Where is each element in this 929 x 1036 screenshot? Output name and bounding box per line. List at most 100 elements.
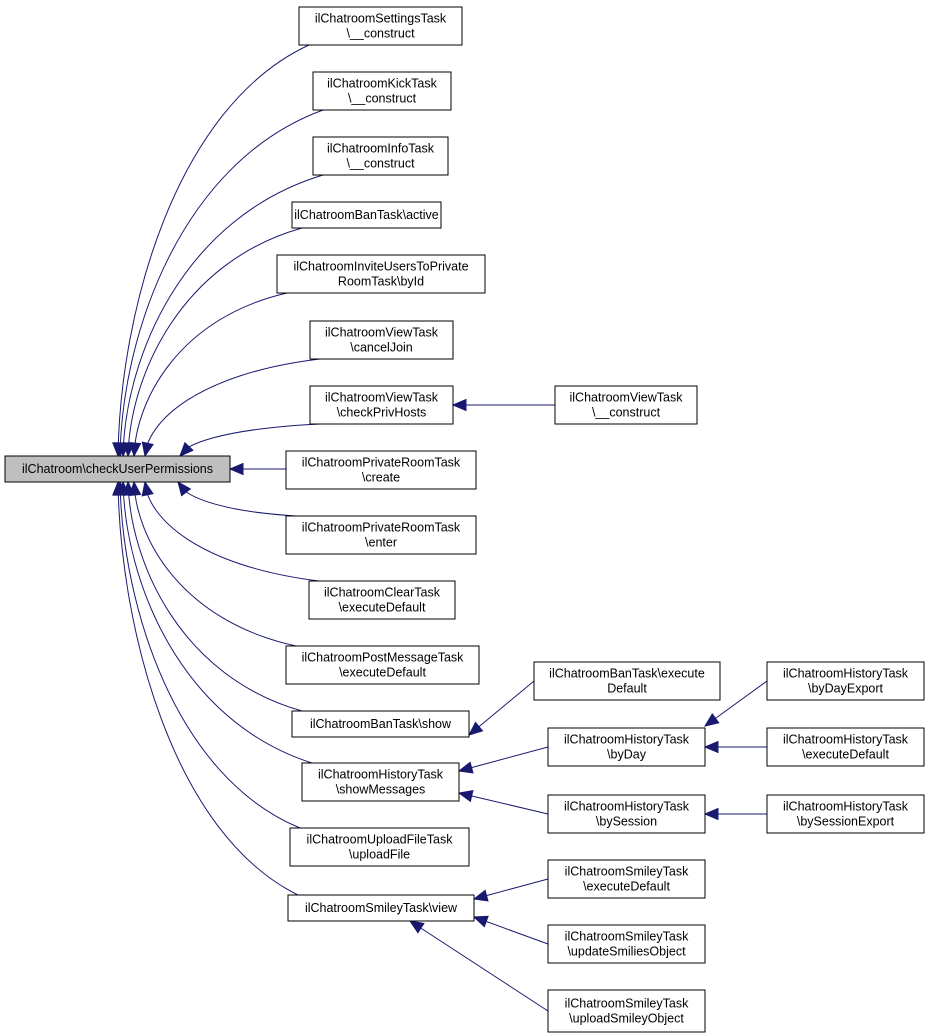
- edge-n15-to-root: [117, 481, 299, 896]
- node-label: ilChatroomSmileyTask: [565, 930, 689, 944]
- node-n12[interactable]: ilChatroomBanTask\show: [291, 710, 470, 738]
- node-label: \__construct: [346, 27, 415, 41]
- node-label: ilChatroomSettingsTask: [315, 12, 447, 26]
- arrowhead-n20-to-n15: [472, 889, 489, 902]
- node-box: [766, 661, 925, 701]
- edge-n5-to-root: [133, 292, 288, 457]
- node-label: \updateSmiliesObject: [567, 945, 686, 959]
- node-label: \uploadSmileyObject: [569, 1012, 684, 1026]
- node-box: [276, 254, 486, 294]
- node-box: [766, 727, 925, 767]
- node-label: ilChatroomUploadFileTask: [307, 833, 454, 847]
- node-n17[interactable]: ilChatroomBanTask\executeDefault: [533, 661, 721, 701]
- node-label: ilChatroom\checkUserPermissions: [22, 462, 213, 476]
- edge-n22-to-n15: [409, 920, 549, 1012]
- node-label: ilChatroomSmileyTask: [565, 997, 689, 1011]
- node-n13[interactable]: ilChatroomHistoryTask\showMessages: [301, 762, 460, 802]
- node-n24[interactable]: ilChatroomHistoryTask\executeDefault: [766, 727, 925, 767]
- edge-n13-to-root: [122, 481, 313, 764]
- arrowhead-n25-to-n19: [703, 807, 719, 821]
- edge-n3-to-root: [122, 174, 324, 457]
- edge-n2-to-root: [119, 109, 324, 457]
- node-n10[interactable]: ilChatroomClearTask\executeDefault: [308, 580, 456, 620]
- edge-n11-to-root: [133, 481, 297, 647]
- node-n25[interactable]: ilChatroomHistoryTask\bySessionExport: [766, 794, 925, 834]
- node-label: RoomTask\byId: [338, 275, 424, 289]
- node-label: \checkPrivHosts: [337, 406, 427, 420]
- arrowhead-n23-to-n18: [703, 713, 720, 727]
- node-box: [285, 515, 477, 555]
- node-box: [533, 661, 721, 701]
- node-n4[interactable]: ilChatroomBanTask\active: [291, 201, 442, 229]
- edges-layer: [112, 44, 768, 1012]
- arrowhead-n19-to-n13: [457, 790, 474, 803]
- edge-n4-to-root: [127, 227, 303, 457]
- node-label: ilChatroomHistoryTask: [783, 667, 909, 681]
- node-box: [312, 136, 449, 176]
- node-box: [309, 385, 454, 425]
- arrowhead-n10-to-root: [141, 480, 154, 497]
- node-label: ilChatroomHistoryTask: [318, 768, 444, 782]
- arrowhead-n8-to-root: [228, 462, 244, 476]
- arrowhead-n5-to-root: [128, 442, 142, 458]
- edge-n17-to-n12: [468, 680, 535, 736]
- node-box: [289, 827, 470, 867]
- node-n3[interactable]: ilChatroomInfoTask\__construct: [312, 136, 449, 176]
- node-n8[interactable]: ilChatroomPrivateRoomTask\create: [285, 450, 477, 490]
- node-n19[interactable]: ilChatroomHistoryTask\bySession: [547, 794, 706, 834]
- node-box: [291, 710, 470, 738]
- node-box: [312, 71, 452, 111]
- arrowhead-n7-to-root: [179, 441, 194, 457]
- node-n20[interactable]: ilChatroomSmileyTask\executeDefault: [547, 859, 706, 899]
- node-label: \uploadFile: [349, 848, 410, 862]
- node-n11[interactable]: ilChatroomPostMessageTask\executeDefault: [285, 645, 480, 685]
- node-n23[interactable]: ilChatroomHistoryTask\byDayExport: [766, 661, 925, 701]
- arrowhead-n22-to-n15: [408, 920, 425, 934]
- node-label: \enter: [365, 536, 397, 550]
- node-label: \executeDefault: [339, 666, 426, 680]
- node-n6[interactable]: ilChatroomViewTask\cancelJoin: [309, 320, 454, 360]
- node-n9[interactable]: ilChatroomPrivateRoomTask\enter: [285, 515, 477, 555]
- node-box: [547, 989, 706, 1033]
- root-node[interactable]: ilChatroom\checkUserPermissions: [4, 455, 231, 483]
- arrowhead-n24-to-n18: [703, 740, 719, 754]
- node-label: \bySessionExport: [797, 815, 895, 829]
- node-label: ilChatroomSmileyTask\view: [305, 901, 458, 915]
- node-box: [298, 6, 463, 46]
- node-label: \byDay: [607, 748, 647, 762]
- node-box: [285, 645, 480, 685]
- node-n7[interactable]: ilChatroomViewTask\checkPrivHosts: [309, 385, 454, 425]
- node-label: \byDayExport: [808, 682, 884, 696]
- node-label: ilChatroomBanTask\active: [294, 208, 439, 222]
- node-n21[interactable]: ilChatroomSmileyTask\updateSmiliesObject: [547, 924, 706, 964]
- node-box: [554, 385, 698, 425]
- node-label: \executeDefault: [339, 601, 426, 615]
- node-n22[interactable]: ilChatroomSmileyTask\uploadSmileyObject: [547, 989, 706, 1033]
- node-label: ilChatroomPrivateRoomTask: [302, 456, 461, 470]
- arrowhead-n15-to-root: [112, 480, 125, 496]
- node-box: [547, 859, 706, 899]
- node-box: [4, 455, 231, 483]
- node-label: \__construct: [346, 157, 415, 171]
- node-label: ilChatroomClearTask: [324, 586, 441, 600]
- node-n2[interactable]: ilChatroomKickTask\__construct: [312, 71, 452, 111]
- node-label: ilChatroomHistoryTask: [783, 800, 909, 814]
- arrowhead-n21-to-n15: [472, 915, 489, 928]
- arrowhead-n17-to-n12: [468, 721, 484, 736]
- node-n15[interactable]: ilChatroomSmileyTask\view: [287, 894, 475, 922]
- node-label: \bySession: [596, 815, 657, 829]
- edge-n1-to-root: [117, 44, 310, 457]
- node-label: \__construct: [348, 92, 417, 106]
- node-n16[interactable]: ilChatroomViewTask\__construct: [554, 385, 698, 425]
- arrowhead-n9-to-root: [177, 480, 192, 497]
- node-n18[interactable]: ilChatroomHistoryTask\byDay: [547, 727, 706, 767]
- node-label: ilChatroomPrivateRoomTask: [302, 521, 461, 535]
- node-label: \showMessages: [336, 783, 426, 797]
- node-label: ilChatroomBanTask\execute: [549, 667, 705, 681]
- edge-n19-to-n13: [458, 792, 549, 815]
- node-n14[interactable]: ilChatroomUploadFileTask\uploadFile: [289, 827, 470, 867]
- node-n1[interactable]: ilChatroomSettingsTask\__construct: [298, 6, 463, 46]
- node-n5[interactable]: ilChatroomInviteUsersToPrivateRoomTask\b…: [276, 254, 486, 294]
- arrowhead-n18-to-n13: [457, 761, 474, 774]
